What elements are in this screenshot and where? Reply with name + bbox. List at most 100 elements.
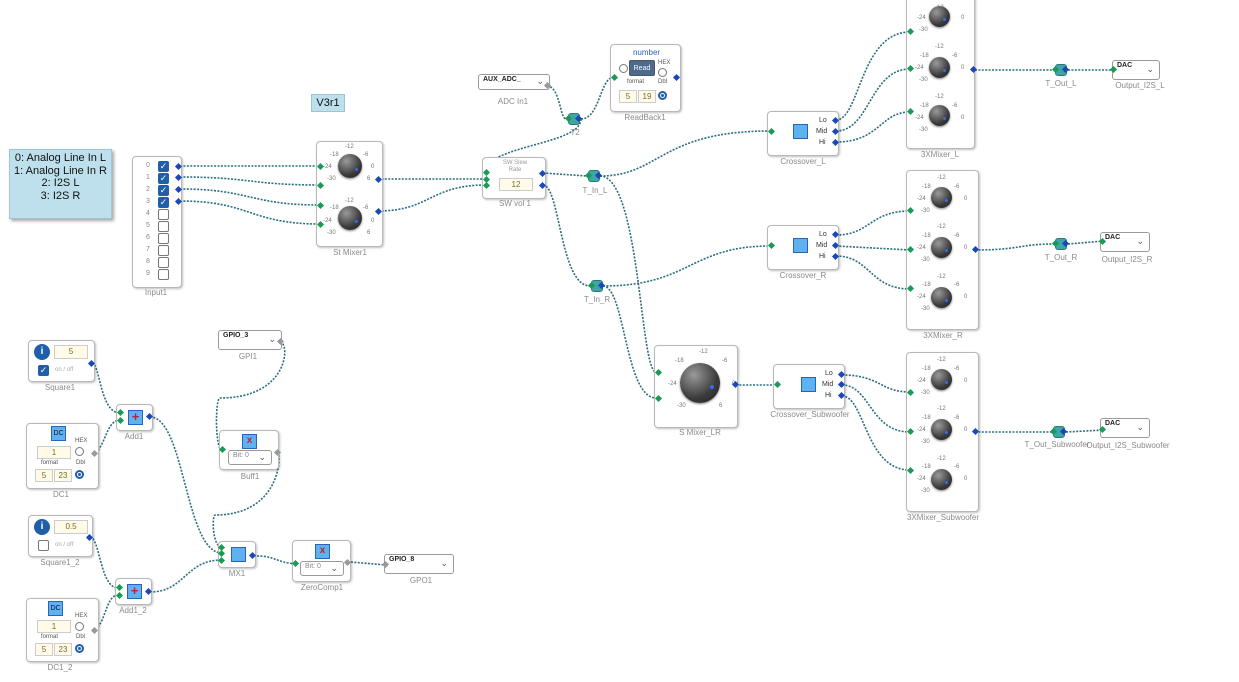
info-icon[interactable]: i <box>34 344 50 360</box>
square-value-field[interactable]: 5 <box>54 345 88 359</box>
on-off-checkbox[interactable] <box>38 540 49 551</box>
gain-knob[interactable] <box>338 154 362 178</box>
crossover-sub-block[interactable]: Lo Mid Hi <box>773 364 845 409</box>
mixer3-sub-block[interactable]: -12 -18 -6 -24 0 -30 -12 -18 -6 -24 0 -3… <box>906 352 979 512</box>
channel-label: 5 <box>146 222 150 229</box>
channel-checkbox[interactable] <box>158 269 169 280</box>
knob-tick: -24 <box>323 218 332 224</box>
knob-tick: -6 <box>954 464 960 470</box>
knob-tick: -24 <box>917 15 926 21</box>
dc1-block[interactable]: DC 1 HEX format Dbl 5 23 <box>26 423 99 489</box>
gain-knob[interactable] <box>931 287 952 308</box>
buff-block[interactable]: x Bit: 0⌄ <box>219 430 279 470</box>
block-caption: T_In_L <box>582 186 608 195</box>
channel-checkbox[interactable] <box>158 209 169 220</box>
gain-knob[interactable] <box>931 469 952 490</box>
knob-tick: -18 <box>675 358 684 364</box>
st-mixer-block[interactable]: -12 -18 -6 -24 0 -30 6 -12 -18 -6 -24 0 … <box>316 141 383 247</box>
block-caption: ZeroComp1 <box>300 583 344 592</box>
adc-select[interactable]: AUX_ADC_⌄ <box>478 74 550 90</box>
channel-checkbox[interactable] <box>158 233 169 244</box>
knob-tick: -24 <box>917 294 926 300</box>
output-sub-select[interactable]: DAC⌄ <box>1100 418 1150 438</box>
dc-field-b[interactable]: 23 <box>54 469 72 482</box>
knob-tick: 0 <box>964 245 968 251</box>
bit-select[interactable]: Bit: 0⌄ <box>228 450 272 465</box>
channel-checkbox[interactable]: ✓ <box>158 173 169 184</box>
readback-block[interactable]: number Read HEX format Dbl 5 19 <box>610 44 681 112</box>
sw-vol-block[interactable]: SW Slew Rate 12 <box>482 157 546 199</box>
channel-checkbox[interactable] <box>158 221 169 232</box>
block-caption: St Mixer1 <box>333 248 367 257</box>
square-value-field[interactable]: 0.5 <box>54 520 88 534</box>
channel-checkbox[interactable] <box>158 257 169 268</box>
zerocomp-block[interactable]: x Bit: 0⌄ <box>292 540 351 582</box>
input-block[interactable]: 0 ✓ 1 ✓ 2 ✓ 3 ✓ 4 5 6 7 8 9 <box>132 156 182 288</box>
block-caption: Output_I2S_R <box>1101 255 1153 264</box>
dc-field-b[interactable]: 23 <box>54 643 72 656</box>
block-caption: DC1_2 <box>47 663 73 672</box>
dc-field-a[interactable]: 5 <box>35 643 53 656</box>
bit-value: Bit: 0 <box>233 452 249 459</box>
knob-tick: -12 <box>937 357 946 363</box>
on-off-checkbox[interactable]: ✓ <box>38 365 49 376</box>
knob-tick: 0 <box>964 476 968 482</box>
knob-tick: -12 <box>345 198 354 204</box>
gain-knob[interactable] <box>931 369 952 390</box>
dc-field-a[interactable]: 5 <box>35 469 53 482</box>
dbl-radio[interactable] <box>658 91 667 100</box>
read-label: Read <box>633 65 651 72</box>
s-mixer-lr-block[interactable]: -12 -18 -6 -24 0 -30 6 <box>654 345 738 428</box>
mx-block[interactable] <box>218 541 256 568</box>
block-caption: ADC In1 <box>497 97 529 106</box>
channel-label: 1 <box>146 174 150 181</box>
channel-checkbox[interactable] <box>158 245 169 256</box>
gain-knob[interactable] <box>929 6 950 27</box>
mixer3-r-block[interactable]: -12 -18 -6 -24 0 -30 -12 -18 -6 -24 0 -3… <box>906 170 979 330</box>
gain-knob[interactable] <box>931 237 952 258</box>
dc-value-field[interactable]: 1 <box>37 446 71 459</box>
output-r-select[interactable]: DAC⌄ <box>1100 232 1150 252</box>
readback-radio[interactable] <box>619 64 628 73</box>
info-icon[interactable]: i <box>34 519 50 535</box>
readback-field-a[interactable]: 5 <box>619 90 637 103</box>
square1-2-block[interactable]: i 0.5 on / off <box>28 515 93 557</box>
readback-field-b[interactable]: 19 <box>638 90 656 103</box>
crossover-r-block[interactable]: Lo Mid Hi <box>767 225 839 270</box>
knob-tick: -18 <box>922 464 931 470</box>
slew-rate-field[interactable]: 12 <box>499 178 533 191</box>
dc-value-field[interactable]: 1 <box>37 620 71 633</box>
mixer3-l-block[interactable]: -12 -24 0 -30 -12 -18 -6 -24 0 -30 -12 -… <box>906 0 975 149</box>
gain-knob[interactable] <box>931 187 952 208</box>
gain-knob[interactable] <box>338 206 362 230</box>
dc1-2-block[interactable]: DC 1 HEX format Dbl 5 23 <box>26 598 99 662</box>
output-l-select[interactable]: DAC⌄ <box>1112 60 1160 80</box>
square1-block[interactable]: i 5 ✓ on / off <box>28 340 95 382</box>
hex-radio[interactable] <box>658 68 667 77</box>
gain-knob[interactable] <box>929 57 950 78</box>
channel-checkbox[interactable]: ✓ <box>158 185 169 196</box>
gain-knob[interactable] <box>931 419 952 440</box>
adc-value: AUX_ADC_ <box>483 76 521 83</box>
knob-tick: 6 <box>367 230 371 236</box>
gain-knob[interactable] <box>929 105 950 126</box>
knob-tick: -6 <box>954 415 960 421</box>
knob-tick: -6 <box>952 103 958 109</box>
knob-tick: -18 <box>922 282 931 288</box>
gpo-select[interactable]: GPIO_8⌄ <box>384 554 454 574</box>
bit-select[interactable]: Bit: 0⌄ <box>300 561 344 576</box>
mid-band-label: Mid <box>822 381 834 388</box>
hex-radio[interactable] <box>75 447 84 456</box>
knob-tick: -12 <box>937 175 946 181</box>
read-button[interactable]: Read <box>629 60 655 76</box>
dbl-radio[interactable] <box>75 644 84 653</box>
dbl-radio[interactable] <box>75 470 84 479</box>
channel-checkbox[interactable]: ✓ <box>158 161 169 172</box>
master-knob[interactable] <box>680 363 720 403</box>
channel-note: 0: Analog Line In L 1: Analog Line In R … <box>9 149 112 219</box>
channel-checkbox[interactable]: ✓ <box>158 197 169 208</box>
crossover-l-block[interactable]: Lo Mid Hi <box>767 111 839 156</box>
hex-radio[interactable] <box>75 622 84 631</box>
knob-tick: -6 <box>954 233 960 239</box>
gpi-select[interactable]: GPIO_3⌄ <box>218 330 282 350</box>
